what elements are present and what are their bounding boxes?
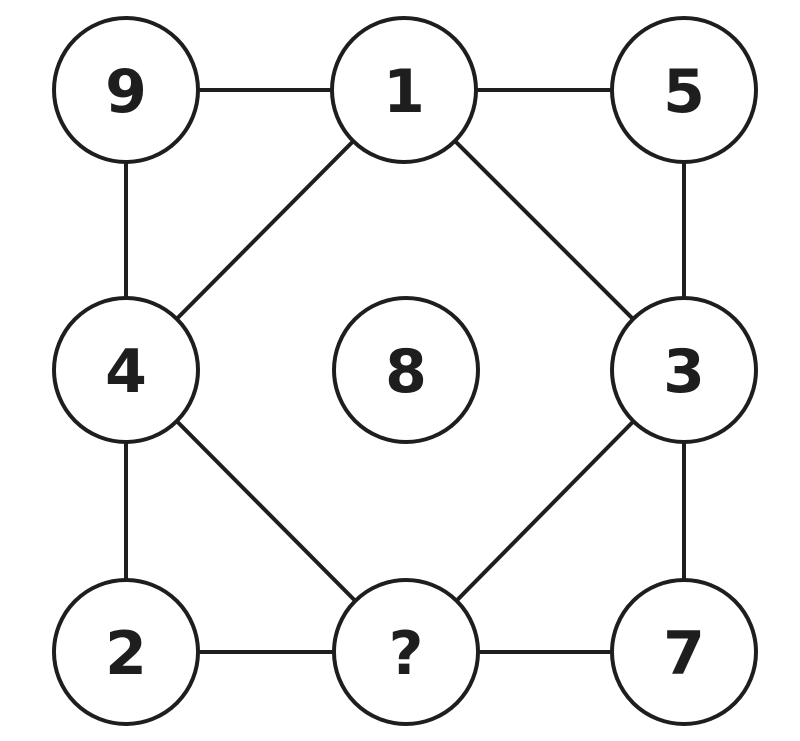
node-top-right: 5 — [610, 16, 758, 164]
node-label: 2 — [105, 619, 147, 689]
node-circle — [610, 296, 758, 444]
node-label: 7 — [663, 619, 705, 689]
node-circle — [332, 578, 480, 726]
node-circle — [52, 578, 200, 726]
node-label: 8 — [385, 337, 427, 407]
node-bottom-center: ? — [332, 578, 480, 726]
node-circle — [52, 296, 200, 444]
node-circle — [330, 16, 478, 164]
number-nodes: 9 1 5 4 8 3 2 ? — [52, 16, 758, 726]
node-label: 3 — [663, 337, 705, 407]
node-label: ? — [389, 619, 424, 689]
node-circle — [610, 578, 758, 726]
node-bottom-left: 2 — [52, 578, 200, 726]
node-label: 9 — [105, 57, 147, 127]
node-circle — [52, 16, 200, 164]
node-top-left: 9 — [52, 16, 200, 164]
node-bottom-right: 7 — [610, 578, 758, 726]
node-center: 8 — [332, 296, 480, 444]
node-middle-right: 3 — [610, 296, 758, 444]
node-top-center: 1 — [330, 16, 478, 164]
node-label: 4 — [105, 337, 147, 407]
node-circle — [610, 16, 758, 164]
node-label: 5 — [663, 57, 705, 127]
node-circle — [332, 296, 480, 444]
node-label: 1 — [383, 57, 425, 127]
node-middle-left: 4 — [52, 296, 200, 444]
